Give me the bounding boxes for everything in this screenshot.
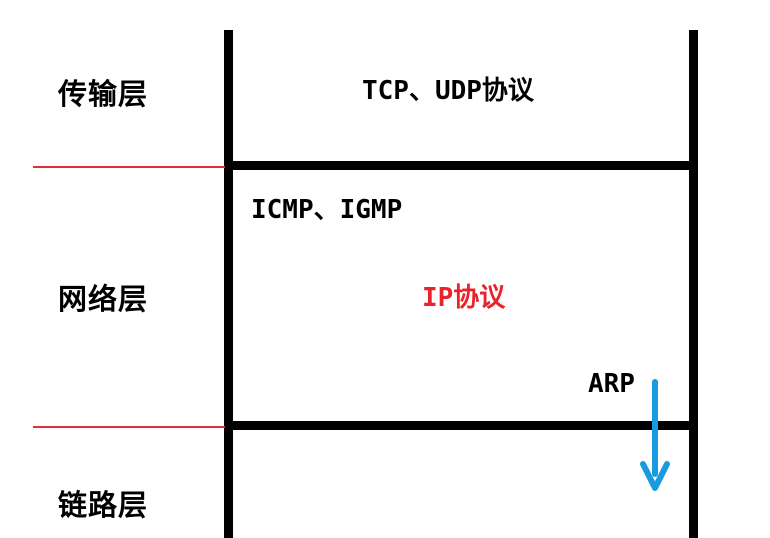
network-link-boundary [224, 421, 698, 430]
network-layer-label: 网络层 [58, 282, 149, 316]
arp-protocol: ARP [588, 369, 635, 399]
transport-protocols: TCP、UDP协议 [362, 76, 534, 106]
arp-down-arrow-icon [640, 379, 670, 491]
label-divider-2 [33, 426, 225, 428]
label-divider-1 [33, 166, 225, 168]
frame-right-line [689, 30, 698, 538]
link-layer-label: 链路层 [58, 488, 149, 522]
frame-left-line [224, 30, 233, 538]
transport-network-boundary [224, 161, 698, 170]
transport-layer-label: 传输层 [58, 77, 149, 111]
ip-protocol: IP协议 [422, 283, 506, 313]
network-upper-protocols: ICMP、IGMP [251, 195, 403, 225]
